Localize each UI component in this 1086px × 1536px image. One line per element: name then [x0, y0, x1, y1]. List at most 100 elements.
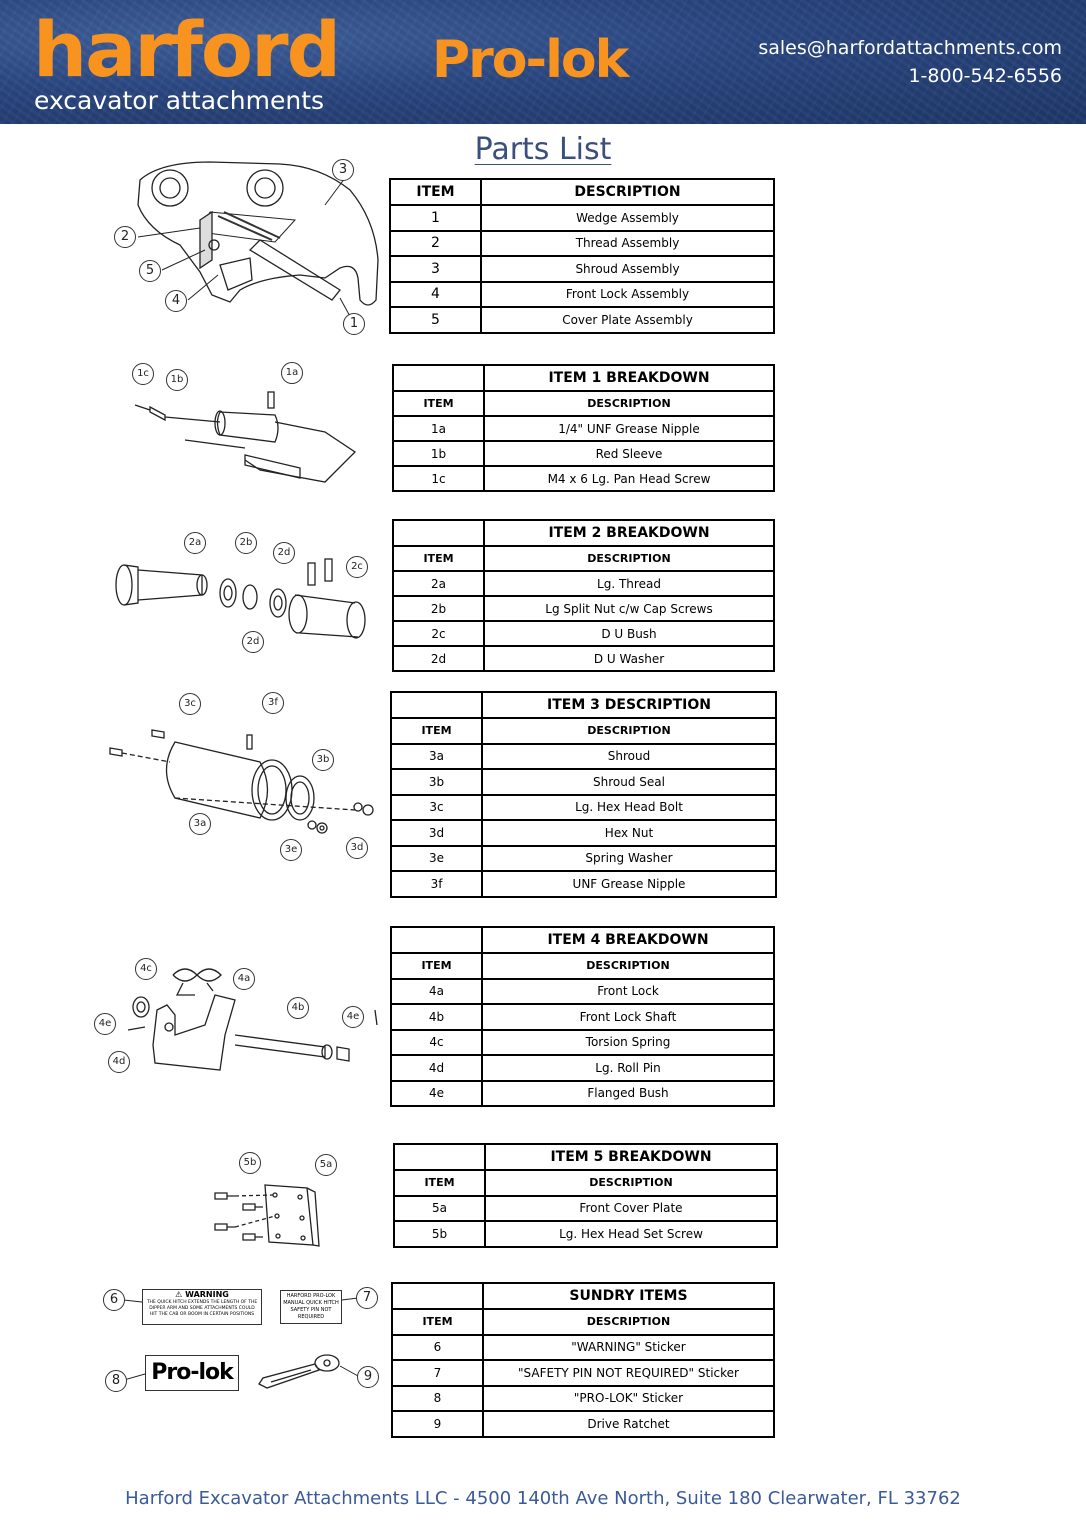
callout-4e: 4e [342, 1006, 364, 1028]
hitch-assembly-diagram [137, 161, 379, 306]
ratchet-diagram [258, 1354, 340, 1389]
item-number: 7 [391, 1359, 484, 1387]
item-number: 4b [390, 1003, 483, 1031]
item-description: Torsion Spring [481, 1028, 775, 1056]
sundry-leader-lines [123, 1297, 359, 1381]
callout-2d: 2d [273, 542, 295, 564]
table-title: ITEM 5 BREAKDOWN [484, 1143, 778, 1171]
item-number: 8 [391, 1384, 484, 1412]
table-title-row: SUNDRY ITEMS [391, 1282, 775, 1310]
item-description: UNF Grease Nipple [481, 870, 777, 898]
item-description: Front Lock [481, 977, 775, 1005]
leader-lines-1 [137, 177, 353, 321]
item-description: Shroud [481, 742, 777, 770]
callout-5b: 5b [239, 1152, 261, 1174]
item-number: 3a [390, 742, 483, 770]
callout-2d: 2d [242, 631, 264, 653]
callout-1c: 1c [132, 363, 154, 385]
col-description: DESCRIPTION [484, 1169, 778, 1197]
item-number: 5b [393, 1220, 486, 1248]
col-description: DESCRIPTION [482, 1308, 775, 1336]
item-number: 2 [389, 229, 482, 257]
callout-9: 9 [357, 1366, 379, 1388]
item-description: Front Cover Plate [484, 1194, 778, 1222]
callout-1a: 1a [281, 362, 303, 384]
contact-info: sales@harfordattachments.com 1-800-542-6… [758, 34, 1062, 90]
brand-tagline: excavator attachments [34, 86, 325, 115]
warning-sticker-title: WARNING [185, 1290, 229, 1299]
item-description: "PRO-LOK" Sticker [482, 1384, 775, 1412]
item-description: Flanged Bush [481, 1079, 775, 1107]
callout-3f: 3f [262, 692, 284, 714]
col-item: ITEM [390, 717, 483, 745]
callout-2b: 2b [235, 532, 257, 554]
contact-email[interactable]: sales@harfordattachments.com [758, 37, 1062, 59]
item-number: 4d [390, 1054, 483, 1082]
callout-1b: 1b [166, 369, 188, 391]
warning-sticker-line: THE QUICK HITCH EXTENDS THE LENGTH OF TH… [146, 1300, 258, 1305]
callout-2a: 2a [184, 532, 206, 554]
item-number: 5a [393, 1194, 486, 1222]
item5-diagram [214, 1184, 320, 1247]
blank-cell [390, 691, 483, 719]
item-description: Drive Ratchet [482, 1410, 775, 1438]
warning-icon: ⚠ [175, 1290, 183, 1299]
item-description: "SAFETY PIN NOT REQUIRED" Sticker [482, 1359, 775, 1387]
item-description: D U Bush [483, 620, 775, 647]
table-title: ITEM 1 BREAKDOWN [483, 364, 775, 392]
callout-1: 1 [343, 313, 365, 335]
table-title: ITEM 3 DESCRIPTION [481, 691, 777, 719]
item-description: Lg. Hex Head Set Screw [484, 1220, 778, 1248]
callout-6: 6 [103, 1289, 125, 1311]
item-description: Lg. Hex Head Bolt [481, 793, 777, 821]
safety-sticker-line: REQUIRED [297, 1314, 325, 1320]
safety-pin-sticker: HARFORD PRO-LOK MANUAL QUICK HITCH SAFET… [280, 1290, 342, 1324]
item-number: 3d [390, 819, 483, 847]
blank-cell [393, 1143, 486, 1171]
table-title-row: ITEM 3 DESCRIPTION [390, 691, 777, 719]
item-description: Wedge Assembly [480, 204, 775, 232]
safety-sticker-line: HARFORD PRO-LOK [286, 1293, 336, 1299]
table-title-row: ITEM 1 BREAKDOWN [392, 364, 775, 392]
item-description: Lg. Thread [483, 570, 775, 597]
col-item: ITEM [390, 952, 483, 980]
item-description: 1/4" UNF Grease Nipple [483, 415, 775, 442]
col-item: ITEM [392, 390, 485, 417]
item-description: Front Lock Assembly [480, 280, 775, 308]
item3-diagram [109, 729, 374, 834]
table-title-row: ITEM 5 BREAKDOWN [393, 1143, 778, 1171]
table-title-row: ITEM 2 BREAKDOWN [392, 519, 775, 547]
item-number: 4c [390, 1028, 483, 1056]
col-item: ITEM [389, 178, 482, 206]
item-number: 3c [390, 793, 483, 821]
item2-diagram [115, 558, 366, 639]
item-description: "WARNING" Sticker [482, 1333, 775, 1361]
contact-phone[interactable]: 1-800-542-6556 [908, 65, 1062, 87]
item-number: 3b [390, 768, 483, 796]
item-description: Lg. Roll Pin [481, 1054, 775, 1082]
callout-3: 3 [332, 159, 354, 181]
